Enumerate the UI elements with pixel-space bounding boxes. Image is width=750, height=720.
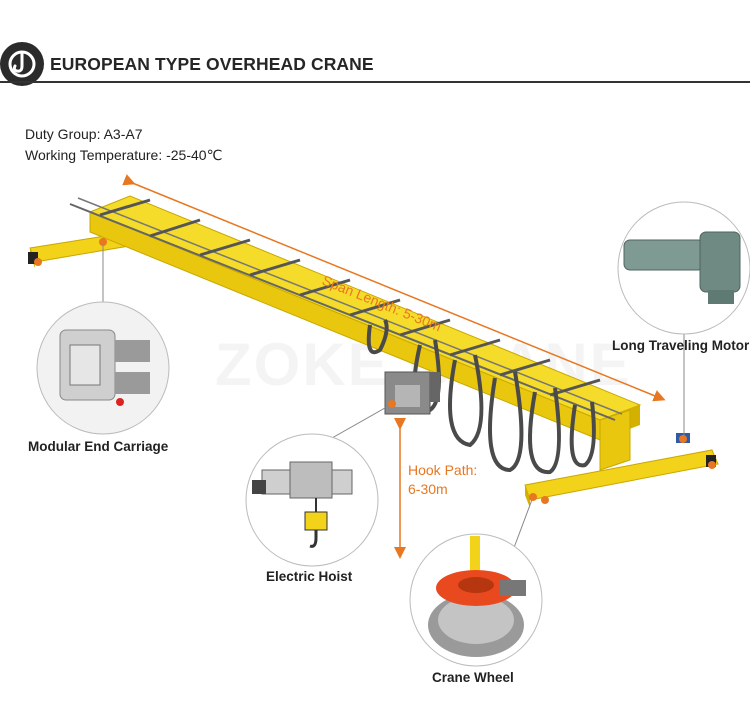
electric-hoist-detail-image [245, 433, 379, 567]
span-length-arrow [122, 174, 666, 402]
crane-wheel-label: Crane Wheel [432, 670, 514, 685]
long-traveling-motor-label: Long Traveling Motor [612, 338, 750, 353]
crane-wheel-detail-image [409, 533, 543, 667]
page-header: EUROPEAN TYPE OVERHEAD CRANE [0, 42, 750, 86]
long-traveling-motor-detail-image [617, 201, 750, 335]
traveling-motor-small [676, 433, 690, 443]
hook-path-label-line1: Hook Path: [408, 462, 478, 478]
crane-hook-icon [0, 42, 44, 86]
page-title: EUROPEAN TYPE OVERHEAD CRANE [50, 54, 374, 74]
wheel-marker [529, 493, 537, 501]
end-carriage-detail-image [36, 301, 170, 435]
wheel-pointer [511, 496, 534, 554]
duty-group-text: Duty Group: A3-A7 [25, 126, 143, 142]
end-carriage-marker [99, 238, 107, 246]
right-end-carriage [524, 449, 719, 508]
electric-hoist-label: Electric Hoist [266, 569, 353, 584]
header-divider [0, 81, 750, 83]
hook-path-label-line2: 6-30m [408, 481, 448, 497]
spec-list: Duty Group: A3-A7 Working Temperature: -… [25, 124, 222, 166]
working-temperature-text: Working Temperature: -25-40℃ [25, 147, 223, 163]
end-carriage-label: Modular End Carriage [28, 439, 169, 454]
hoist-marker [388, 400, 396, 408]
